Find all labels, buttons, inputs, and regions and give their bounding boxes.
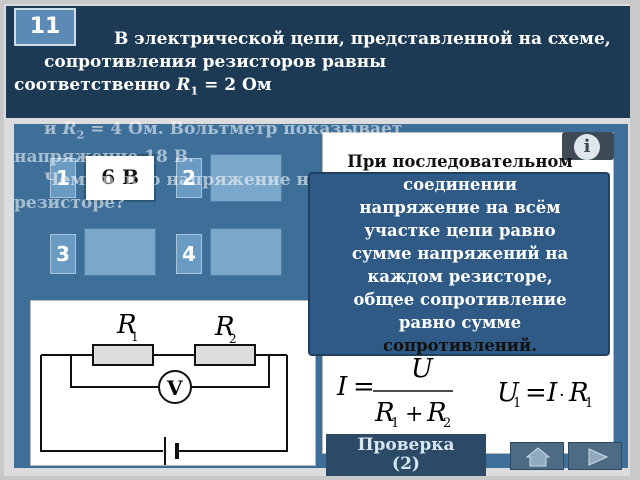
formula-u: U [411, 354, 434, 384]
wire-voltmeter-left [70, 355, 159, 388]
question-line-3a: соответственно [14, 75, 171, 95]
circuit-r2-sub: 2 [229, 332, 237, 346]
wire-voltmeter-right [191, 355, 270, 388]
formula-r3-sub: 1 [585, 396, 593, 411]
circuit-diagram: R 1 R 2 V [30, 300, 316, 466]
formula-r1-sub: 1 [391, 416, 399, 431]
hint-tooltip [308, 172, 610, 356]
info-button[interactable]: i [562, 132, 614, 160]
check-button[interactable]: Проверка (2) [326, 434, 486, 476]
formula-eq: = [353, 372, 375, 402]
answer-option-1[interactable]: 6 В [84, 154, 156, 202]
question-line-7: резисторе? [14, 193, 126, 214]
hint-line-5: сумме напряжений на [351, 244, 569, 263]
question-r2-sub: 2 [76, 128, 85, 142]
formula-eq2: = [525, 378, 547, 408]
question-line-1: В электрической цепи, представленной на … [114, 29, 611, 49]
answer-option-2[interactable] [210, 154, 282, 202]
question-line-4a: и [44, 119, 57, 139]
hint-line-1: При последовательном [347, 152, 573, 171]
question-line-2: сопротивления резисторов равны [44, 52, 387, 72]
resistor-r2 [194, 344, 256, 366]
wire-right [179, 355, 288, 452]
question-line-3b: = 2 Ом [204, 75, 272, 95]
hint-line-6: каждом резисторе, [367, 267, 553, 286]
formula-r2: R [426, 398, 447, 428]
formula-plus: + [405, 402, 423, 427]
formula-dot: · [559, 385, 565, 406]
formula-i: I [336, 372, 348, 402]
circuit-r1-sub: 1 [131, 330, 139, 344]
formula-r1: R [374, 398, 395, 428]
answer-num-1: 1 [50, 158, 76, 198]
question-line-5: напряжение 18 В. [14, 147, 194, 168]
formula-u1-sub: 1 [513, 396, 521, 411]
formula-i2: I [546, 378, 558, 408]
question-line-3: соответственно R1 = 2 Ом [14, 74, 634, 102]
check-button-label: Проверка [357, 435, 455, 455]
question-text: В электрической цепи, представленной на … [14, 28, 634, 102]
hint-line-7: общее сопротивление [353, 290, 567, 309]
task-number-badge: 11 [14, 8, 76, 46]
voltmeter-label: V [166, 376, 183, 400]
answer-num-3: 3 [50, 234, 76, 274]
next-button[interactable] [568, 442, 622, 470]
question-line-4: и R2 = 4 Ом. Вольтметр показывает [14, 118, 634, 146]
hint-line-9: сопротивлений. [382, 336, 538, 355]
question-line-4b: = 4 Ом. Вольтметр показывает [90, 119, 403, 139]
answer-num-4: 4 [176, 234, 202, 274]
question-r1-sub: 1 [190, 84, 199, 98]
answer-option-3[interactable] [84, 228, 156, 276]
hint-line-8: равно сумме [398, 313, 522, 332]
hint-line-2: соединении [403, 175, 517, 194]
circuit-svg: R 1 R 2 V [40, 310, 288, 465]
formula-svg: U I = R 1 + R 2 U 1 = I · R 1 [336, 354, 593, 431]
question-header [6, 6, 634, 118]
home-button[interactable] [510, 442, 564, 470]
circuit-r1-label: R [116, 310, 137, 340]
resistor-r1 [92, 344, 154, 366]
play-next-icon [588, 448, 609, 466]
hint-line-3: напряжение на всём [359, 198, 561, 217]
answer-num-2: 2 [176, 158, 202, 198]
check-button-count: (2) [392, 454, 420, 474]
formula-r2-sub: 2 [443, 416, 451, 431]
home-icon [525, 447, 551, 467]
info-icon: i [574, 134, 600, 160]
formula-u1: U [497, 378, 520, 408]
formula-r3: R [568, 378, 589, 408]
answer-option-4[interactable] [210, 228, 282, 276]
wire-left [40, 355, 163, 452]
question-r2: R [62, 119, 77, 139]
hint-line-4: участке цепи равно [364, 221, 556, 240]
right-border [630, 0, 640, 480]
circuit-r2-label: R [214, 312, 235, 342]
hint-text: При последовательном соединении напряжен… [300, 150, 620, 357]
voltmeter-icon [158, 370, 192, 404]
question-r1: R [176, 75, 191, 95]
